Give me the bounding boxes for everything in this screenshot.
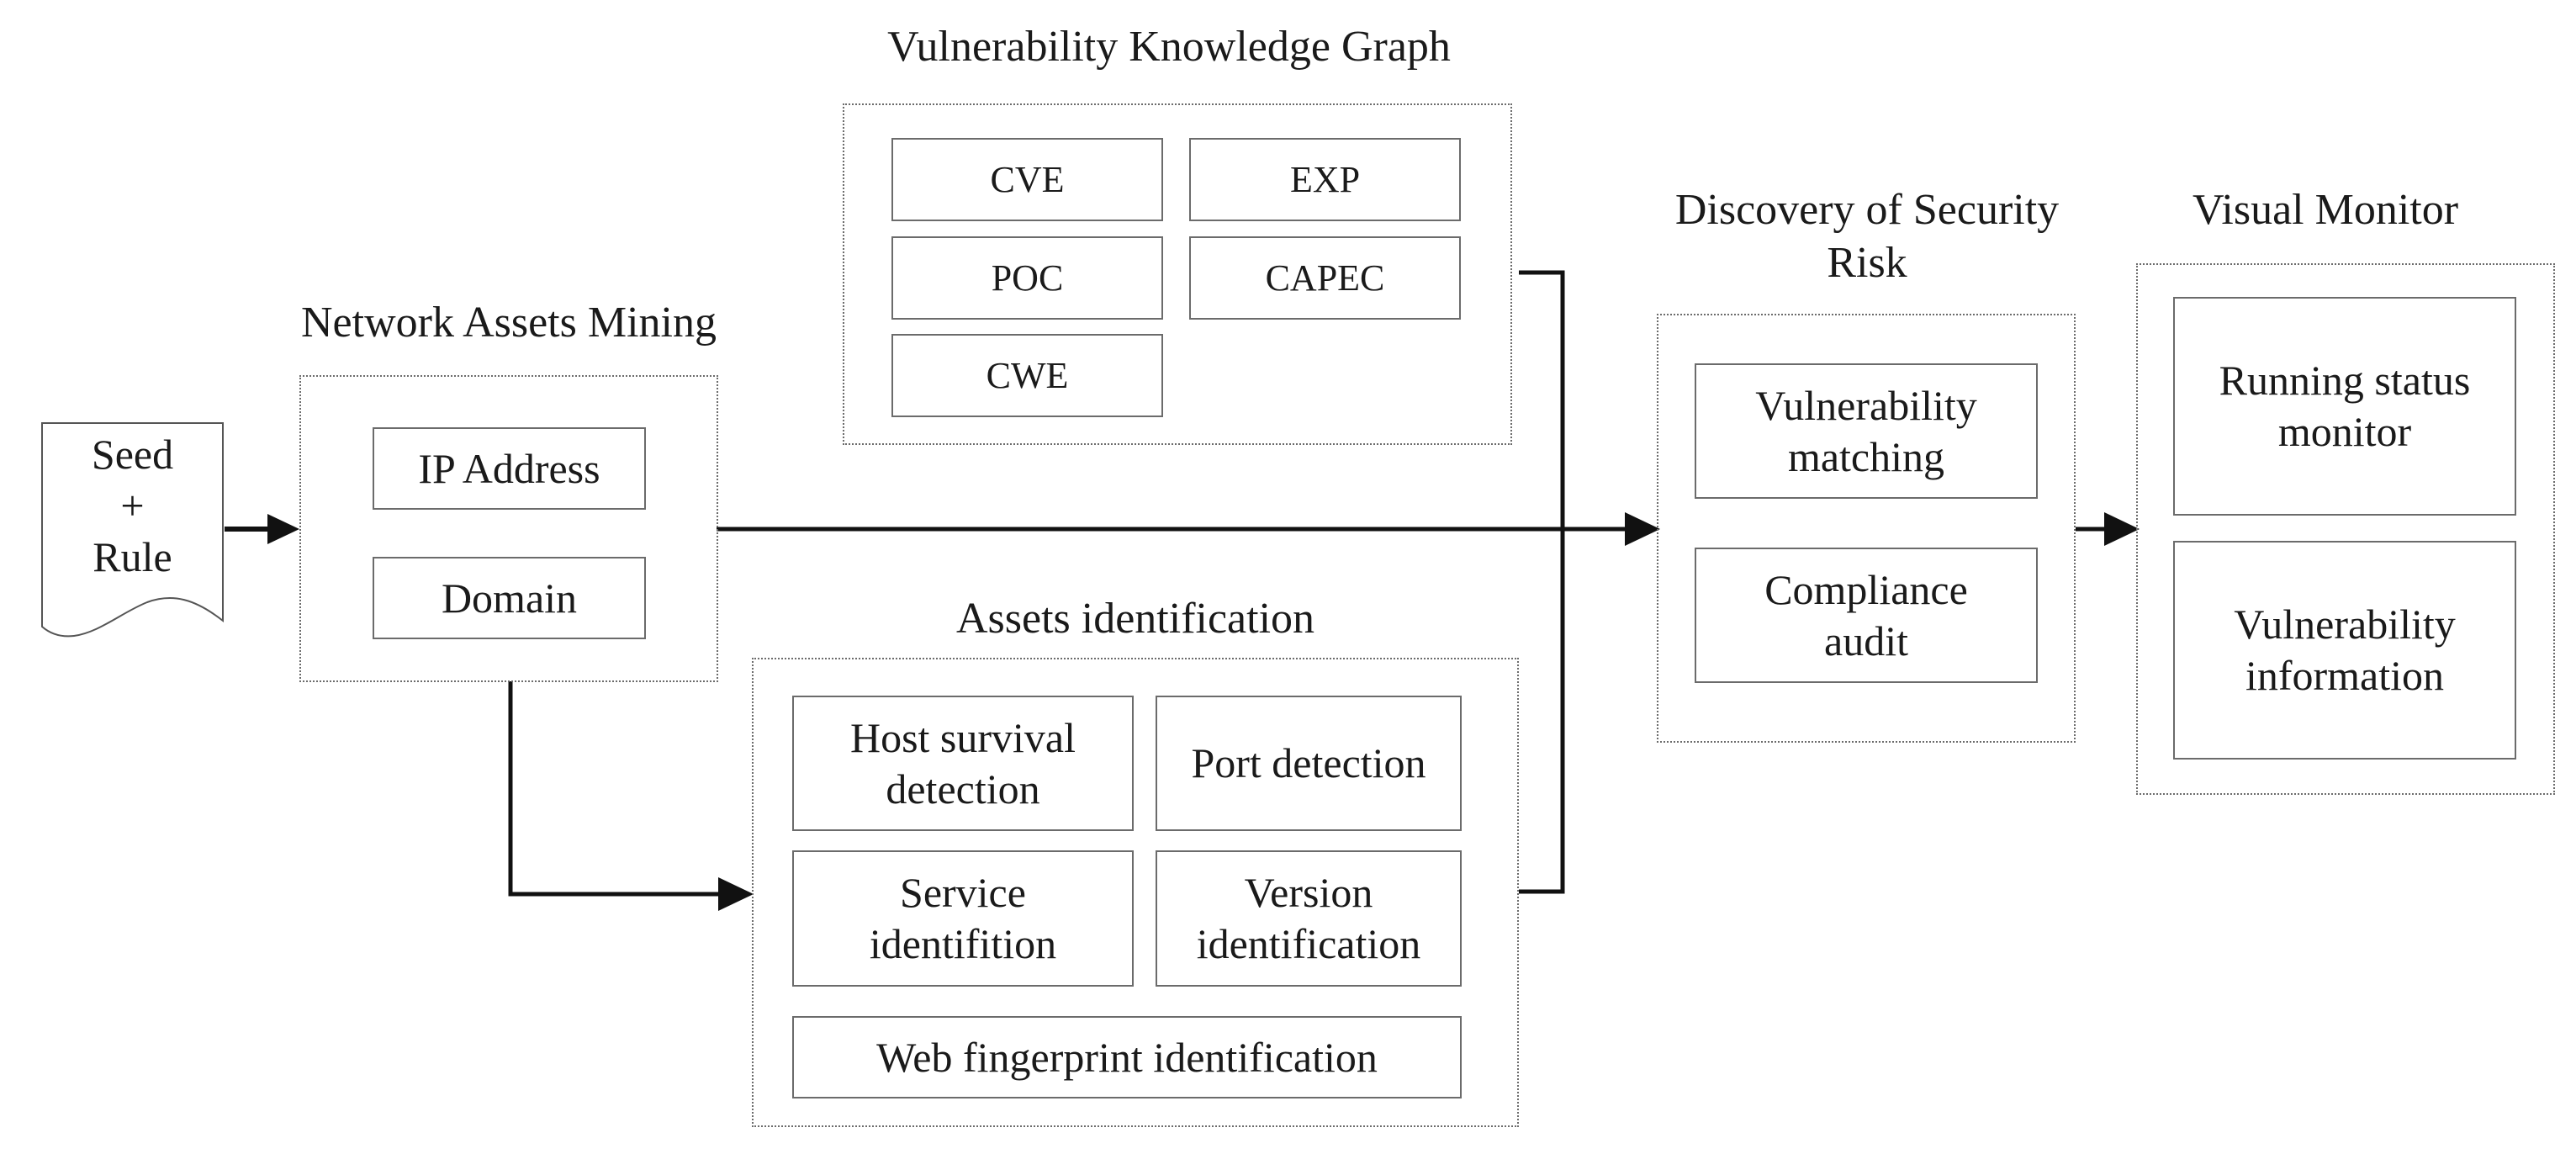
connector-assets-identification <box>1519 529 1565 894</box>
document-shape <box>41 422 224 638</box>
arrowhead-input-to-mining <box>267 514 299 544</box>
discovery-of-security-risk-title: Discovery of Security Risk <box>1674 186 2060 288</box>
vulnerability-knowledge-graph-title: Vulnerability Knowledge Graph <box>887 23 1451 71</box>
vulnerability-information-box: Vulnerability information <box>2173 541 2516 760</box>
port-detection-box: Port detection <box>1156 696 1462 831</box>
network-assets-mining-title: Network Assets Mining <box>301 299 717 347</box>
ip-address-box: IP Address <box>373 427 646 510</box>
capec-box: CAPEC <box>1189 236 1461 320</box>
running-status-monitor-box: Running status monitor <box>2173 297 2516 516</box>
input-document-label: Seed + Rule <box>91 431 174 580</box>
cwe-box: CWE <box>891 334 1163 417</box>
visual-monitor-title: Visual Monitor <box>2192 186 2459 234</box>
cve-box: CVE <box>891 138 1163 221</box>
assets-identification-title: Assets identification <box>955 595 1315 643</box>
web-fingerprint-identification-box: Web fingerprint identification <box>792 1016 1462 1098</box>
vulnerability-matching-box: Vulnerability matching <box>1695 363 2038 499</box>
vulnerability-knowledge-graph-group <box>843 103 1512 445</box>
discovery-of-security-risk-group <box>1657 314 2076 743</box>
poc-box: POC <box>891 236 1163 320</box>
compliance-audit-box: Compliance audit <box>1695 548 2038 683</box>
service-identification-box: Service identifition <box>792 850 1134 987</box>
domain-box: Domain <box>373 557 646 639</box>
assets-identification-group <box>752 658 1519 1127</box>
exp-box: EXP <box>1189 138 1461 221</box>
arrowhead-into-discovery <box>1625 512 1660 546</box>
connector-knowledge-graph <box>1519 270 1565 529</box>
host-survival-detection-box: Host survival detection <box>792 696 1134 831</box>
arrow-mining-to-assets-identification <box>508 681 723 897</box>
arrowhead-into-assets-identification <box>718 877 754 911</box>
arrowhead-into-monitor <box>2104 512 2140 546</box>
version-identification-box: Version identification <box>1156 850 1462 987</box>
visual-monitor-group <box>2136 263 2555 795</box>
network-assets-mining-group <box>299 375 718 682</box>
